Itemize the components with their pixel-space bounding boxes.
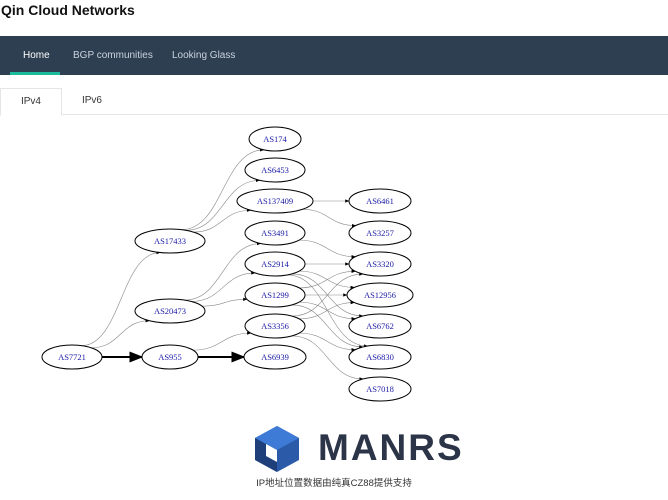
node-shape [134, 298, 206, 324]
node-as12956[interactable]: AS12956 [346, 282, 414, 308]
node-shape [348, 313, 412, 339]
node-label: AS6830 [366, 352, 394, 362]
node-label: AS17433 [154, 236, 186, 246]
node-label: AS20473 [154, 306, 186, 316]
edge-as3356-as7018 [291, 335, 364, 381]
edge-as17433-as137409 [193, 208, 252, 233]
node-shape [244, 157, 306, 183]
edge-as1299-as6830 [291, 304, 364, 349]
node-label: AS7721 [58, 352, 86, 362]
tab-ipv6[interactable]: IPv6 [81, 95, 102, 106]
node-shape [244, 251, 306, 277]
node-label: AS6453 [261, 165, 289, 175]
node-as174[interactable]: AS174 [248, 126, 302, 152]
node-label: AS6461 [366, 196, 394, 206]
node-as137409[interactable]: AS137409 [236, 188, 314, 214]
node-label: AS1299 [261, 290, 289, 300]
edge-as3356-as6830 [299, 332, 356, 352]
edge-as20473-as1299 [201, 297, 248, 307]
node-shape [244, 313, 306, 339]
node-shape [244, 282, 306, 308]
node-shape [348, 188, 412, 214]
node-shape [346, 282, 414, 308]
node-as3257[interactable]: AS3257 [348, 220, 412, 246]
nav-bgp-communities[interactable]: BGP communities [73, 50, 153, 61]
node-as7721[interactable]: AS7721 [41, 344, 103, 370]
node-shape [236, 188, 314, 214]
node-as17433[interactable]: AS17433 [134, 228, 206, 254]
node-shape [348, 376, 412, 402]
node-label: AS137409 [257, 196, 293, 206]
node-as6939[interactable]: AS6939 [243, 344, 307, 370]
edge-as2914-as12956 [299, 270, 355, 290]
node-shape [348, 251, 412, 277]
node-as2914[interactable]: AS2914 [244, 251, 306, 277]
edge-as1299-as3320 [299, 269, 356, 289]
node-as7018[interactable]: AS7018 [348, 376, 412, 402]
manrs-wordmark: MANRS [318, 427, 464, 468]
node-label: AS3257 [366, 228, 394, 238]
node-as6830[interactable]: AS6830 [348, 344, 412, 370]
node-as3491[interactable]: AS3491 [244, 220, 306, 246]
node-as1299[interactable]: AS1299 [244, 282, 306, 308]
node-label: AS7018 [366, 384, 394, 394]
footer-note: IP地址位置数据由纯真CZ88提供支持 [256, 478, 412, 489]
nav-looking-glass[interactable]: Looking Glass [172, 50, 236, 61]
tab-ipv4[interactable]: IPv4 [0, 88, 62, 116]
node-shape [348, 344, 412, 370]
node-as20473[interactable]: AS20473 [134, 298, 206, 324]
edge-as955-as3356 [193, 331, 252, 351]
node-label: AS3320 [366, 259, 394, 269]
manrs-logo [254, 425, 300, 478]
node-as6461[interactable]: AS6461 [348, 188, 412, 214]
edge-as20473-as2914 [191, 271, 256, 302]
edge-as3356-as12956 [299, 300, 355, 320]
manrs-logo-icon [255, 426, 299, 472]
node-label: AS3491 [261, 228, 289, 238]
edge-as7721-as20473 [91, 319, 150, 349]
navbar: Home BGP communities Looking Glass [0, 36, 668, 75]
edge-as3491-as3320 [299, 239, 356, 259]
node-as6762[interactable]: AS6762 [348, 313, 412, 339]
node-shape [244, 220, 306, 246]
node-shape [348, 220, 412, 246]
node-as3356[interactable]: AS3356 [244, 313, 306, 339]
edge-as3356-as3320 [291, 272, 364, 317]
node-shape [41, 344, 103, 370]
edge-as137409-as3257 [302, 209, 357, 228]
protocol-tabs: IPv4 IPv6 [0, 88, 668, 116]
node-as6453[interactable]: AS6453 [244, 157, 306, 183]
node-as3320[interactable]: AS3320 [348, 251, 412, 277]
node-label: AS12956 [364, 290, 396, 300]
node-label: AS6762 [366, 321, 394, 331]
node-label: AS2914 [261, 259, 290, 269]
site-title: Qin Cloud Networks [1, 2, 135, 18]
node-as955[interactable]: AS955 [141, 344, 199, 370]
node-label: AS6939 [261, 352, 289, 362]
edge-as7721-as17433 [81, 250, 161, 346]
node-label: AS955 [158, 352, 182, 362]
node-shape [243, 344, 307, 370]
node-shape [141, 344, 199, 370]
nav-home[interactable]: Home [23, 50, 50, 61]
node-shape [134, 228, 206, 254]
edge-as17433-as6453 [185, 178, 261, 231]
node-label: AS3356 [261, 321, 289, 331]
nav-active-indicator [10, 72, 60, 75]
edge-as17433-as174 [181, 148, 265, 230]
node-shape [248, 126, 302, 152]
node-label: AS174 [263, 134, 287, 144]
edge-as20473-as3491 [184, 241, 262, 301]
